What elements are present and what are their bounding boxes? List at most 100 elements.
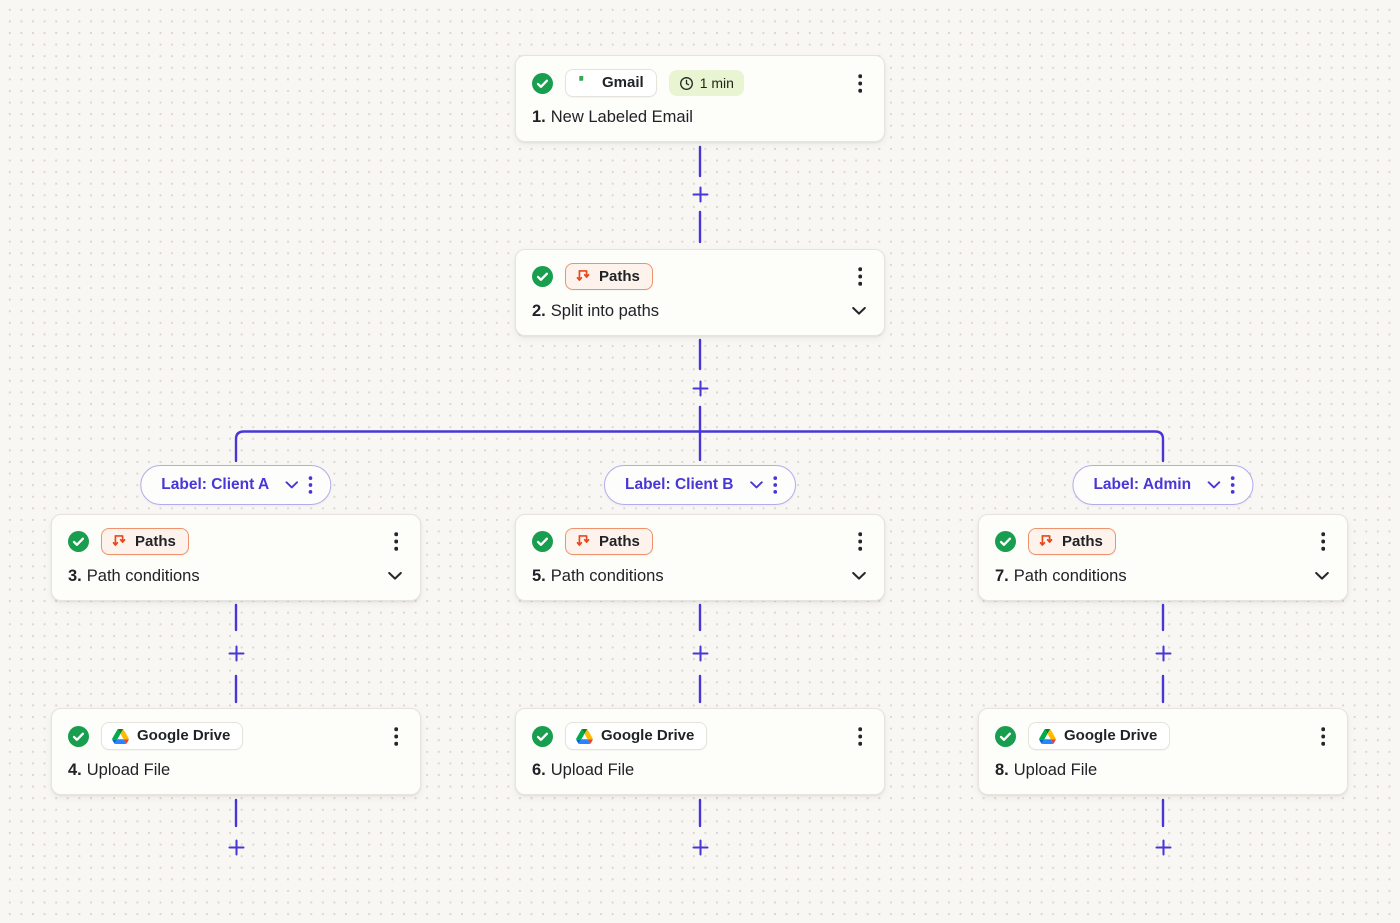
- step-title: 3. Path conditions: [68, 566, 404, 586]
- google-drive-icon: [1039, 729, 1056, 744]
- app-badge-google-drive: Google Drive: [101, 722, 244, 750]
- kebab-menu-icon: [858, 532, 863, 551]
- step-number: 5.: [532, 567, 546, 585]
- step-title-text: Upload File: [550, 761, 635, 779]
- step-title-text: Upload File: [86, 761, 171, 779]
- kebab-menu-button[interactable]: [1315, 530, 1332, 553]
- kebab-menu-button[interactable]: [388, 725, 405, 748]
- add-step-button[interactable]: [223, 834, 249, 860]
- app-badge-google-drive: Google Drive: [1028, 722, 1171, 750]
- collapse-toggle-button[interactable]: [850, 570, 868, 582]
- success-check-icon: [532, 73, 553, 94]
- kebab-menu-button[interactable]: [769, 474, 782, 496]
- branch-label: Label: Admin: [1093, 476, 1192, 493]
- collapse-toggle-button[interactable]: [748, 479, 765, 491]
- chevron-down-icon: [1315, 572, 1329, 580]
- collapse-toggle-button[interactable]: [283, 479, 300, 491]
- app-badge-label: Paths: [135, 532, 176, 550]
- success-check-icon: [532, 266, 553, 287]
- step-card-5[interactable]: Paths 5. Path conditions: [515, 514, 885, 601]
- app-badge-label: Gmail: [602, 74, 644, 91]
- app-badge-label: Paths: [599, 532, 640, 550]
- plus-icon: [228, 645, 245, 662]
- path-branch-pill-client-b[interactable]: Label: Client B: [603, 465, 797, 505]
- kebab-menu-button[interactable]: [1315, 725, 1332, 748]
- collapse-toggle-button[interactable]: [1313, 570, 1331, 582]
- step-card-2[interactable]: Paths 2. Split into paths: [515, 249, 885, 336]
- kebab-menu-button[interactable]: [852, 72, 869, 95]
- add-step-button[interactable]: [687, 834, 713, 860]
- plus-icon: [692, 839, 709, 856]
- step-title: 1. New Labeled Email: [532, 107, 868, 127]
- step-title: 4. Upload File: [68, 760, 404, 780]
- app-badge-paths: Paths: [565, 263, 653, 290]
- step-card-4[interactable]: Google Drive 4. Upload File: [51, 708, 421, 795]
- success-check-icon: [68, 726, 89, 747]
- success-check-icon: [532, 531, 553, 552]
- kebab-menu-icon: [1321, 532, 1326, 551]
- step-number: 8.: [995, 761, 1009, 779]
- collapse-toggle-button[interactable]: [386, 570, 404, 582]
- add-step-button[interactable]: [1150, 834, 1176, 860]
- chevron-down-icon: [1207, 481, 1220, 489]
- paths-split-icon: [112, 534, 127, 549]
- step-card-1[interactable]: Gmail 1 min 1. New Labeled Email: [515, 55, 885, 142]
- kebab-menu-icon: [858, 267, 863, 286]
- kebab-menu-icon: [1321, 727, 1326, 746]
- chevron-down-icon: [388, 572, 402, 580]
- chevron-down-icon: [750, 481, 763, 489]
- kebab-menu-icon: [858, 74, 863, 93]
- step-title: 2. Split into paths: [532, 301, 868, 321]
- app-badge-google-drive: Google Drive: [565, 722, 708, 750]
- kebab-menu-icon: [308, 476, 313, 494]
- add-step-button[interactable]: [1150, 640, 1176, 666]
- kebab-menu-button[interactable]: [304, 474, 317, 496]
- branch-label: Label: Client A: [161, 476, 270, 493]
- paths-split-icon: [576, 269, 591, 284]
- step-title-text: Path conditions: [1013, 567, 1127, 585]
- kebab-menu-icon: [858, 727, 863, 746]
- app-badge-paths: Paths: [1028, 528, 1116, 555]
- add-step-button[interactable]: [687, 640, 713, 666]
- plus-icon: [692, 645, 709, 662]
- app-badge-paths: Paths: [101, 528, 189, 555]
- kebab-menu-button[interactable]: [1226, 474, 1239, 496]
- google-drive-icon: [112, 729, 129, 744]
- step-card-6[interactable]: Google Drive 6. Upload File: [515, 708, 885, 795]
- plus-icon: [228, 839, 245, 856]
- kebab-menu-button[interactable]: [852, 725, 869, 748]
- paths-split-icon: [1039, 534, 1054, 549]
- path-branch-pill-client-a[interactable]: Label: Client A: [140, 465, 332, 505]
- kebab-menu-button[interactable]: [852, 265, 869, 288]
- step-title-text: Split into paths: [550, 302, 659, 320]
- success-check-icon: [995, 726, 1016, 747]
- add-step-button[interactable]: [687, 375, 713, 401]
- add-step-button[interactable]: [687, 181, 713, 207]
- path-branch-pill-admin[interactable]: Label: Admin: [1072, 465, 1254, 505]
- timer-label: 1 min: [699, 75, 734, 91]
- kebab-menu-icon: [394, 727, 399, 746]
- step-number: 4.: [68, 761, 82, 779]
- add-step-button[interactable]: [223, 640, 249, 666]
- collapse-toggle-button[interactable]: [1205, 479, 1222, 491]
- step-title: 5. Path conditions: [532, 566, 868, 586]
- plus-icon: [692, 186, 709, 203]
- collapse-toggle-button[interactable]: [850, 305, 868, 317]
- chevron-down-icon: [852, 572, 866, 580]
- app-badge-paths: Paths: [565, 528, 653, 555]
- step-title-text: Upload File: [1013, 761, 1098, 779]
- kebab-menu-button[interactable]: [852, 530, 869, 553]
- app-badge-label: Google Drive: [137, 727, 231, 744]
- step-card-3[interactable]: Paths 3. Path conditions: [51, 514, 421, 601]
- step-number: 6.: [532, 761, 546, 779]
- kebab-menu-icon: [773, 476, 778, 494]
- step-card-8[interactable]: Google Drive 8. Upload File: [978, 708, 1348, 795]
- app-badge-gmail: Gmail: [565, 69, 657, 97]
- step-title-text: Path conditions: [86, 567, 200, 585]
- app-badge-label: Google Drive: [601, 727, 695, 744]
- step-card-7[interactable]: Paths 7. Path conditions: [978, 514, 1348, 601]
- kebab-menu-button[interactable]: [388, 530, 405, 553]
- clock-icon: [679, 76, 694, 91]
- plus-icon: [692, 380, 709, 397]
- step-number: 2.: [532, 302, 546, 320]
